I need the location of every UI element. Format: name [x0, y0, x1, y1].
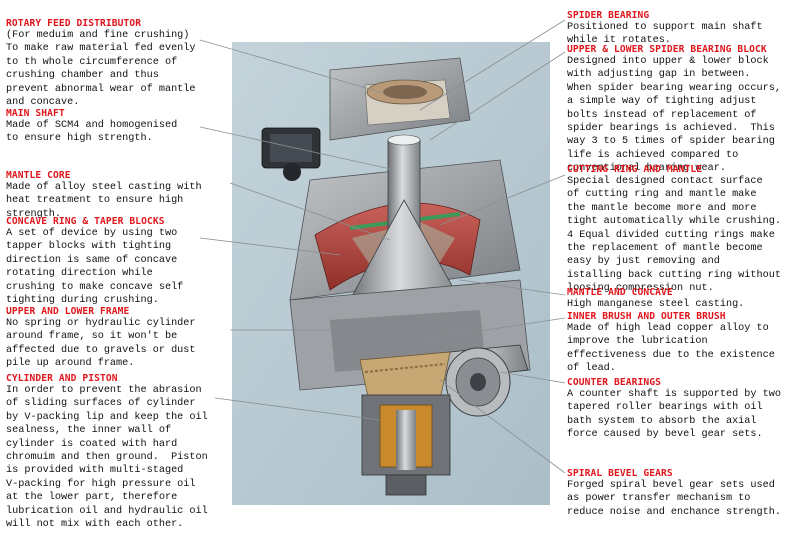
label-line: a simple way of tighting adjust	[567, 96, 757, 108]
label-line: Forged spiral bevel gear sets used	[567, 480, 775, 491]
label-line: direction is same of concave	[6, 254, 178, 266]
label-line: the replacement of mantle become	[567, 243, 763, 255]
label-line: force caused by bevel gear sets.	[567, 429, 763, 441]
label-title: MANTLE CORE	[6, 170, 71, 181]
label-line: heat treatment to ensure high	[6, 195, 184, 207]
label-rotary-feed-distributor: ROTARY FEED DISTRIBUTOR (For meduim and …	[6, 18, 241, 109]
label-line: to ensure high strength.	[6, 133, 153, 145]
label-line: way 3 to 5 times of spider bearing	[567, 136, 775, 148]
label-line: In order to prevent the abrasion	[6, 385, 202, 396]
label-line: Made of high lead copper alloy to	[567, 323, 769, 334]
label-line: tapper blocks with tighting	[6, 241, 172, 253]
label-line: lubrication oil and hydraulic oil	[6, 505, 208, 517]
label-line: bath system to absorb the axial	[567, 415, 757, 427]
label-line: at the lower part, therefore	[6, 492, 178, 504]
label-line: tighting during crushing.	[6, 295, 159, 307]
label-line: improve the lubrication	[567, 336, 708, 348]
label-line: of lead.	[567, 363, 616, 375]
cylinder-piston-shape	[361, 394, 451, 496]
label-title: MANTLE AND CONCAVE	[567, 287, 673, 298]
label-title: SPIRAL BEVEL GEARS	[567, 468, 673, 479]
label-line: 4 Equal divided cutting rings make	[567, 229, 775, 241]
label-title: INNER BRUSH AND OUTER BRUSH	[567, 311, 726, 322]
label-concave-ring-taper-blocks: CONCAVE RING & TAPER BLOCKS A set of dev…	[6, 216, 241, 307]
label-line: istalling back cutting ring without	[567, 269, 781, 281]
label-line: with adjusting gap in between.	[567, 69, 751, 81]
label-spiral-bevel-gears: SPIRAL BEVEL GEARS Forged spiral bevel g…	[567, 468, 797, 519]
motor-shape	[261, 127, 321, 181]
label-title: SPIDER BEARING	[567, 10, 650, 21]
label-line: to th whole circumference of	[6, 56, 178, 68]
label-line: the mantle become more and more	[567, 202, 757, 214]
label-line: Designed into upper & lower block	[567, 56, 769, 67]
label-line: while it rotates.	[567, 35, 671, 47]
label-counter-bearings: COUNTER BEARINGS A counter shaft is supp…	[567, 377, 797, 442]
label-line: loosing compression nut.	[567, 283, 714, 295]
label-line: Made of SCM4 and homogenised	[6, 120, 178, 131]
label-line: crushing chamber and thus	[6, 70, 159, 82]
spider-housing-shape	[329, 57, 471, 141]
label-line: crushing to make concave self	[6, 281, 184, 293]
label-line: rotating direction while	[6, 268, 153, 280]
label-line: Special designed contact surface	[567, 176, 763, 187]
label-line: sealness, the inner wall of	[6, 425, 172, 437]
label-line: affected due to gravels or dust	[6, 344, 196, 356]
label-line: tapered roller bearings with oil	[567, 402, 763, 414]
label-line: cylinder is coated with hard	[6, 438, 178, 450]
label-line: effectiveness due to the existence	[567, 349, 775, 361]
label-line: around frame, so it won't be	[6, 331, 178, 343]
label-line: easy by just removing and	[567, 256, 720, 268]
label-line: and concave.	[6, 97, 80, 109]
label-line: pile up around frame.	[6, 358, 135, 370]
label-line: Made of alloy steel casting with	[6, 182, 202, 193]
label-title: COUNTER BEARINGS	[567, 377, 662, 388]
label-line: (For meduim and fine crushing)	[6, 30, 190, 41]
label-title: MAIN SHAFT	[6, 108, 65, 119]
label-line: by V-packing lip and keep the oil	[6, 411, 208, 423]
label-line: A counter shaft is supported by two	[567, 389, 781, 400]
label-line: No spring or hydraulic cylinder	[6, 318, 196, 329]
label-line: To make raw material fed evenly	[6, 43, 196, 55]
label-title: CYLINDER AND PISTON	[6, 373, 118, 384]
label-spider-bearing-block: UPPER & LOWER SPIDER BEARING BLOCK Desig…	[567, 44, 797, 176]
label-line: High manganese steel casting.	[567, 299, 745, 310]
label-line: as power transfer mechanism to	[567, 493, 751, 505]
label-line: tight automatically while crushing.	[567, 216, 781, 228]
label-line: of sliding surfaces of cylinder	[6, 398, 196, 410]
label-cylinder-piston: CYLINDER AND PISTON In order to prevent …	[6, 373, 246, 531]
label-line: Positioned to support main shaft	[567, 22, 763, 33]
label-line: spider bearings is achieved. This	[567, 123, 775, 135]
label-line: When spider bearing wearing occurs,	[567, 82, 781, 94]
label-line: conventional bearing wear.	[567, 163, 726, 175]
label-line: reduce noise and enchance strength.	[567, 506, 781, 518]
label-line: will not mix with each other.	[6, 519, 184, 531]
label-title: CUTTING RING AND MANTLE	[567, 164, 703, 175]
label-mantle-core: MANTLE CORE Made of alloy steel casting …	[6, 170, 241, 221]
label-line: strength.	[6, 208, 62, 220]
label-line: bolts instead of replacement of	[567, 109, 757, 121]
label-title: ROTARY FEED DISTRIBUTOR	[6, 18, 142, 29]
label-line: A set of device by using two	[6, 228, 178, 239]
label-cutting-ring-mantle: CUTTING RING AND MANTLE Special designed…	[567, 164, 797, 296]
label-line: prevent abnormal wear of mantle	[6, 83, 196, 95]
label-line: of cutting ring and mantle make	[567, 189, 757, 201]
label-inner-outer-brush: INNER BRUSH AND OUTER BRUSH Made of high…	[567, 311, 797, 376]
label-line: is provided with multi-staged	[6, 465, 184, 477]
label-main-shaft: MAIN SHAFT Made of SCM4 and homogenised …	[6, 108, 241, 146]
label-title: CONCAVE RING & TAPER BLOCKS	[6, 216, 165, 227]
leader-lines	[199, 19, 566, 474]
label-title: UPPER AND LOWER FRAME	[6, 306, 130, 317]
label-title: UPPER & LOWER SPIDER BEARING BLOCK	[567, 44, 767, 55]
label-line: chromuim and then ground. Piston	[6, 452, 208, 464]
label-upper-lower-frame: UPPER AND LOWER FRAME No spring or hydra…	[6, 306, 241, 371]
label-line: life is achieved compared to	[567, 149, 739, 161]
label-mantle-concave: MANTLE AND CONCAVE High manganese steel …	[567, 287, 797, 311]
label-spider-bearing: SPIDER BEARING Positioned to support mai…	[567, 10, 797, 48]
label-line: V-packing for high pressure oil	[6, 478, 196, 490]
